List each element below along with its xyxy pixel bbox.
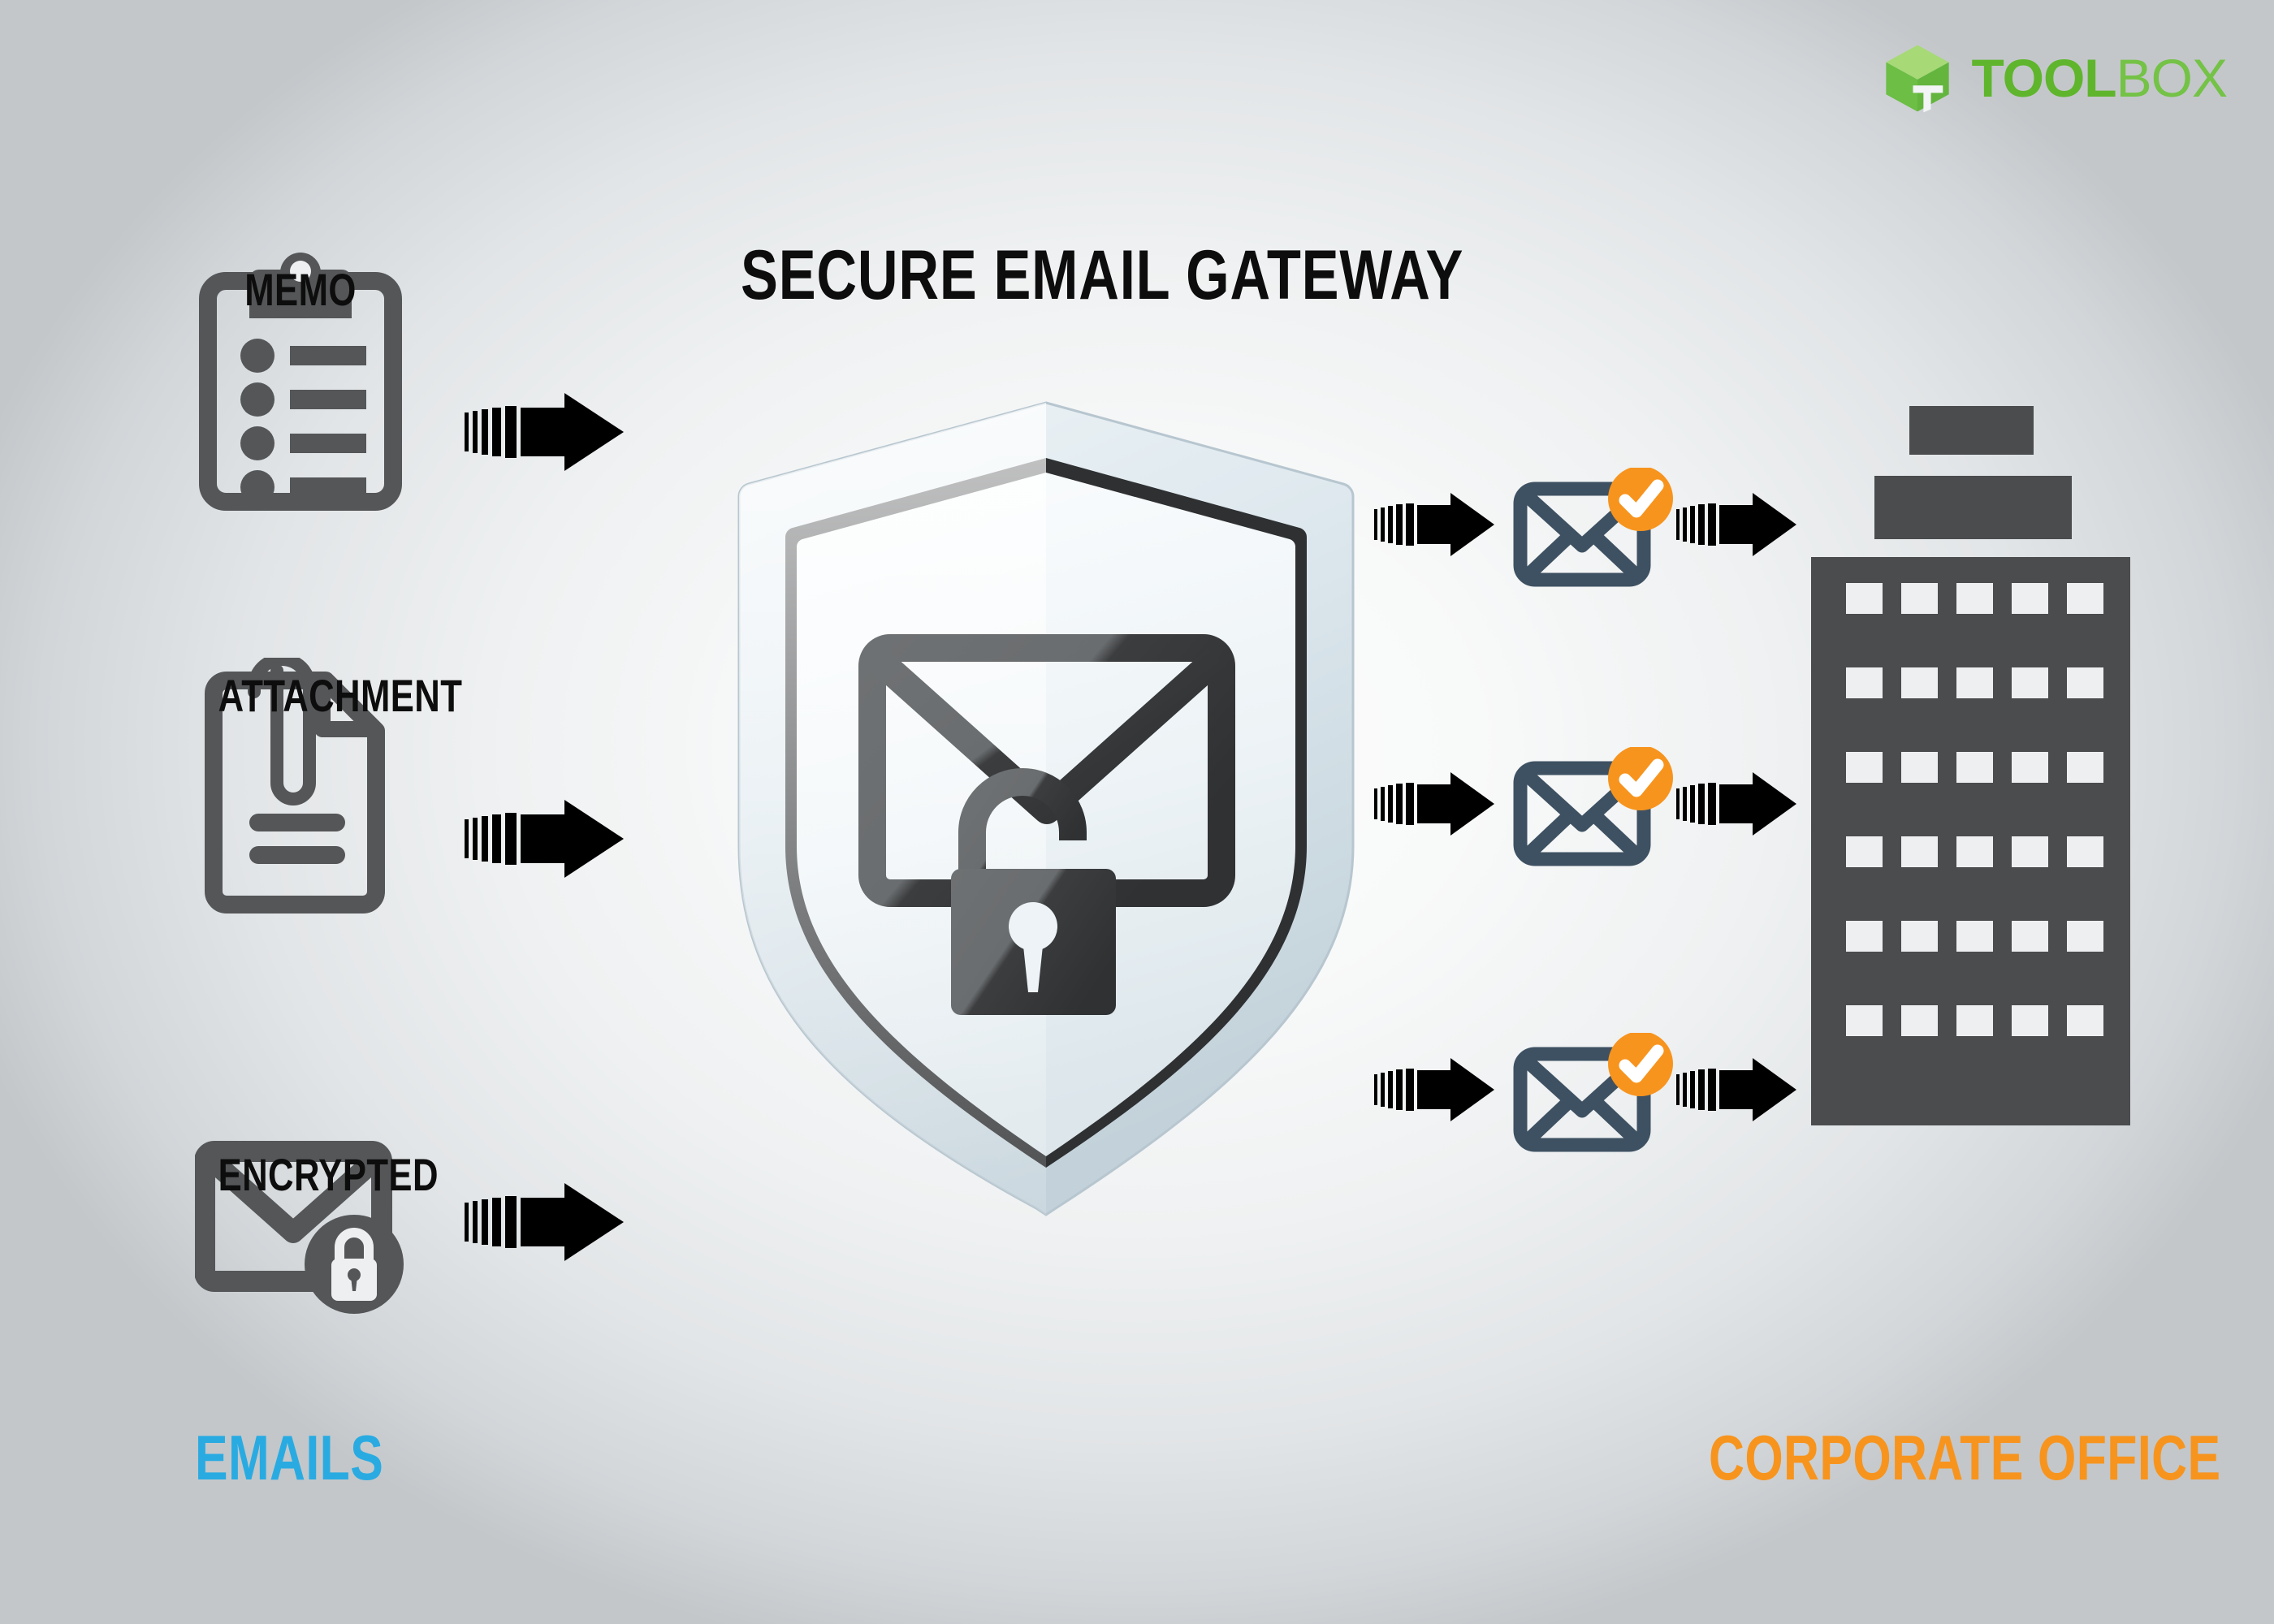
source-item-memo: MEMO: [195, 252, 406, 511]
motion-arrow-right-icon: [463, 798, 625, 883]
motion-arrow-right-icon: [1676, 772, 1796, 836]
logo-text-box: BOX: [2116, 48, 2228, 108]
motion-arrow-right-icon: [1676, 493, 1796, 556]
envelope-check-icon: [1513, 745, 1673, 866]
verified-email-row: [1373, 466, 1811, 594]
source-label-attachment: ATTACHMENT: [218, 670, 463, 721]
verified-email-row: [1373, 745, 1811, 873]
motion-arrow-right-icon: [463, 1181, 625, 1267]
office-building-icon: [1795, 398, 2144, 1246]
motion-arrow-right-icon: [1374, 1058, 1494, 1121]
source-label-encrypted: ENCRYPTED: [218, 1149, 439, 1200]
motion-arrow-right-icon: [1676, 1058, 1796, 1121]
page-title: SECURE EMAIL GATEWAY: [741, 236, 1464, 314]
motion-arrow-right-icon: [463, 391, 625, 477]
logo-text-tool: TOOL: [1971, 48, 2116, 108]
source-item-attachment: ATTACHMENT: [195, 658, 463, 914]
motion-arrow-right-icon: [1374, 493, 1494, 556]
toolbox-logo: TOOLBOX: [1880, 41, 2228, 115]
motion-arrow-right-icon: [1374, 772, 1494, 836]
source-item-encrypted: ENCRYPTED: [195, 1137, 439, 1314]
source-label-memo: MEMO: [244, 264, 357, 315]
toolbox-wordmark: TOOLBOX: [1971, 48, 2228, 108]
shield-with-envelope-and-open-padlock-icon: [721, 388, 1371, 1241]
envelope-check-icon: [1513, 466, 1673, 587]
toolbox-cube-icon: [1880, 41, 1955, 115]
destination-label: CORPORATE OFFICE: [1709, 1422, 2221, 1493]
source-group-label: EMAILS: [195, 1422, 384, 1493]
verified-email-row: [1373, 1031, 1811, 1159]
envelope-check-icon: [1513, 1031, 1673, 1152]
